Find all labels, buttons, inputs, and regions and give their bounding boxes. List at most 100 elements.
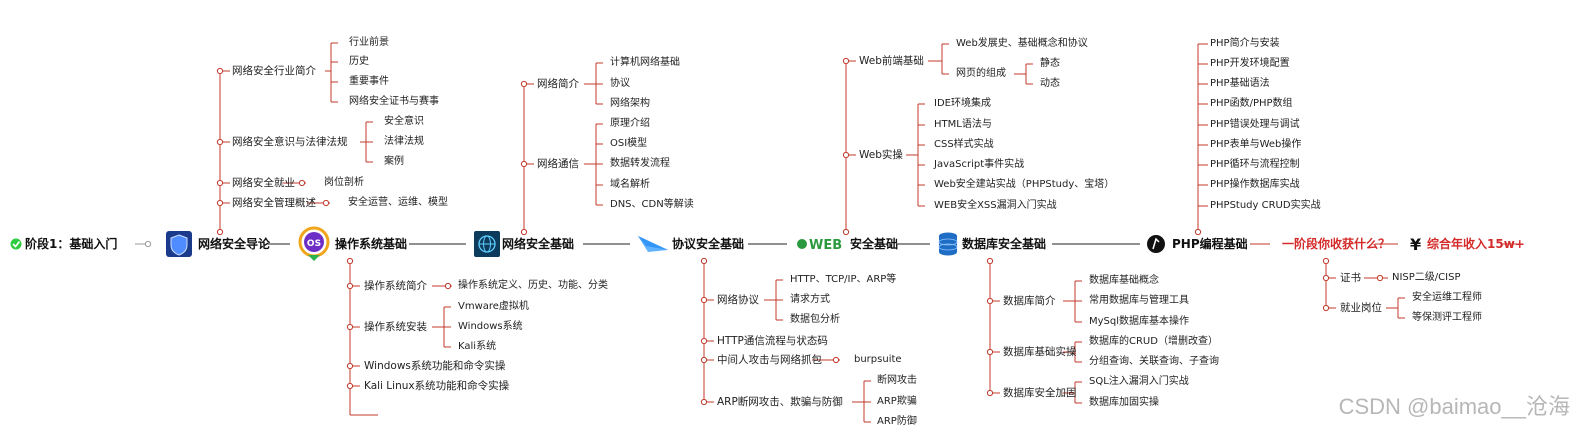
branch-dot — [842, 57, 850, 65]
leaf-MySql数据库基本操作: MySql数据库基本操作 — [1089, 316, 1190, 327]
branch-HTTP通信流程与状态码: HTTP通信流程与状态码 — [717, 335, 828, 347]
branch-网络通信: 网络通信 — [537, 158, 579, 170]
branch-Web前端基础: Web前端基础 — [859, 55, 924, 67]
yen-icon: ¥ — [1410, 235, 1421, 254]
leaf-PHP错误处理与调试: PHP错误处理与调试 — [1210, 119, 1300, 130]
branch-dot — [700, 356, 708, 364]
os-badge-text: OS — [307, 239, 321, 249]
branch-dot — [346, 362, 354, 370]
leaf-HTML语法与: HTML语法与 — [934, 119, 992, 130]
leaf-WEB安全XSS漏洞入门实战: WEB安全XSS漏洞入门实战 — [934, 200, 1057, 211]
branch-dot — [986, 257, 994, 265]
root-node: 阶段1：基础入门 — [25, 237, 118, 251]
branch-dot — [216, 199, 224, 207]
branch-网络安全就业: 网络安全就业 — [232, 177, 295, 189]
branch-dot — [1322, 274, 1330, 282]
branch-数据库基础实操: 数据库基础实操 — [1003, 346, 1077, 358]
branch-dot — [1322, 304, 1330, 312]
leaf-Kali系统: Kali系统 — [458, 341, 497, 352]
branch-dot — [1322, 257, 1330, 265]
leaf-PHP开发环境配置: PHP开发环境配置 — [1210, 58, 1290, 69]
leaf-常用数据库与管理工具: 常用数据库与管理工具 — [1089, 295, 1189, 306]
main-node-m9: 综合年收入15w+ — [1427, 237, 1525, 251]
leaf-Vmware虚拟机: Vmware虚拟机 — [458, 301, 529, 312]
leaf-PHP循环与流程控制: PHP循环与流程控制 — [1210, 159, 1300, 170]
branch-中间人攻击与网络抓包: 中间人攻击与网络抓包 — [717, 354, 822, 366]
leaf-请求方式: 请求方式 — [790, 294, 830, 305]
branch-网络安全意识与法律法规: 网络安全意识与法律法规 — [232, 136, 348, 148]
database-icon — [938, 232, 958, 256]
leaf-PHP简介与安装: PHP简介与安装 — [1210, 38, 1280, 49]
globe-network-icon — [474, 231, 500, 257]
leaf: 网页的组成 — [956, 68, 1006, 79]
branch-网络安全管理概述: 网络安全管理概述 — [232, 197, 316, 209]
leaf-OSI模型: OSI模型 — [610, 138, 648, 149]
web-logo-icon: WEB — [797, 238, 842, 253]
branch-就业岗位: 就业岗位 — [1340, 302, 1382, 314]
leaf-数据转发流程: 数据转发流程 — [610, 158, 670, 169]
branch-dot — [346, 323, 354, 331]
leaf: 操作系统定义、历史、功能、分类 — [458, 280, 608, 291]
branch-dot — [346, 382, 354, 390]
main-node-m8: 一阶段你收获什么？ — [1282, 237, 1391, 251]
branch-dot — [832, 356, 840, 364]
leaf-案例: 案例 — [384, 156, 404, 167]
branch-dot — [1194, 228, 1202, 236]
branch-数据库简介: 数据库简介 — [1003, 295, 1056, 307]
leaf-DNS、CDN等解读: DNS、CDN等解读 — [610, 199, 694, 210]
leaf-数据包分析: 数据包分析 — [790, 314, 840, 325]
branch-Windows系统功能和命令实操: Windows系统功能和命令实操 — [364, 360, 506, 372]
main-node-m6: 数据库安全基础 — [962, 237, 1047, 251]
leaf-分组查询、关联查询、子查询: 分组查询、关联查询、子查询 — [1089, 356, 1219, 367]
leaf-行业前景: 行业前景 — [349, 37, 389, 48]
shield-icon — [166, 231, 192, 257]
main-node-m3: 网络安全基础 — [502, 237, 575, 251]
leaf-动态: 动态 — [1040, 78, 1060, 89]
web-logo-text: WEB — [809, 238, 842, 253]
leaf-岗位剖析: 岗位剖析 — [324, 177, 364, 188]
branch-dot — [842, 228, 850, 236]
leaf-历史: 历史 — [349, 56, 369, 67]
leaf-SQL注入漏洞入门实战: SQL注入漏洞入门实战 — [1089, 376, 1189, 387]
branch-dot — [700, 296, 708, 304]
check-mark — [12, 241, 21, 248]
leaf-域名解析: 域名解析 — [610, 179, 650, 190]
leaf-安全运营、运维、模型: 安全运营、运维、模型 — [348, 197, 448, 208]
leaf-断网攻击: 断网攻击 — [877, 375, 917, 386]
leaf-等保测评工程师: 等保测评工程师 — [1412, 312, 1482, 323]
leaf-原理介绍: 原理介绍 — [610, 118, 650, 129]
branch-dot — [346, 257, 354, 265]
branch-dot — [986, 389, 994, 397]
leaf-协议: 协议 — [610, 78, 630, 89]
leaf-PHP表单与Web操作: PHP表单与Web操作 — [1210, 139, 1302, 150]
branch-dot — [216, 179, 224, 187]
branch-Web实操: Web实操 — [859, 149, 903, 161]
branch-dot — [216, 228, 224, 236]
leaf-法律法规: 法律法规 — [384, 136, 424, 147]
branch-操作系统安装: 操作系统安装 — [364, 321, 427, 333]
branch-数据库安全加固: 数据库安全加固 — [1003, 387, 1077, 399]
branch-dot — [444, 282, 452, 290]
branch-操作系统简介: 操作系统简介 — [364, 280, 427, 292]
svg-text:¥: ¥ — [1410, 235, 1421, 254]
branch-dot — [520, 160, 528, 168]
branch-dot — [986, 348, 994, 356]
leaf-安全运维工程师: 安全运维工程师 — [1412, 292, 1482, 303]
leaf-数据库加固实操: 数据库加固实操 — [1089, 397, 1159, 408]
branch-dot — [700, 398, 708, 406]
leaf-IDE环境集成: IDE环境集成 — [934, 98, 991, 109]
leaf: NISP二级/CISP — [1392, 272, 1461, 283]
branch-网络安全行业简介: 网络安全行业简介 — [232, 65, 316, 77]
branch-dot — [1376, 274, 1384, 282]
leaf: burpsuite — [854, 354, 902, 365]
main-node-m4: 协议安全基础 — [672, 237, 745, 251]
leaf-数据库的CRUD（增删改查）: 数据库的CRUD（增删改查） — [1089, 336, 1218, 347]
leaf-PHP操作数据库实战: PHP操作数据库实战 — [1210, 179, 1300, 190]
branch-dot — [216, 138, 224, 146]
os-badge-icon: OS — [298, 226, 330, 261]
leaf-Web安全建站实战（PHPStudy、宝塔）: Web安全建站实战（PHPStudy、宝塔） — [934, 179, 1115, 190]
leaf-CSS样式实战: CSS样式实战 — [934, 139, 994, 150]
arrow-icon — [638, 236, 668, 252]
